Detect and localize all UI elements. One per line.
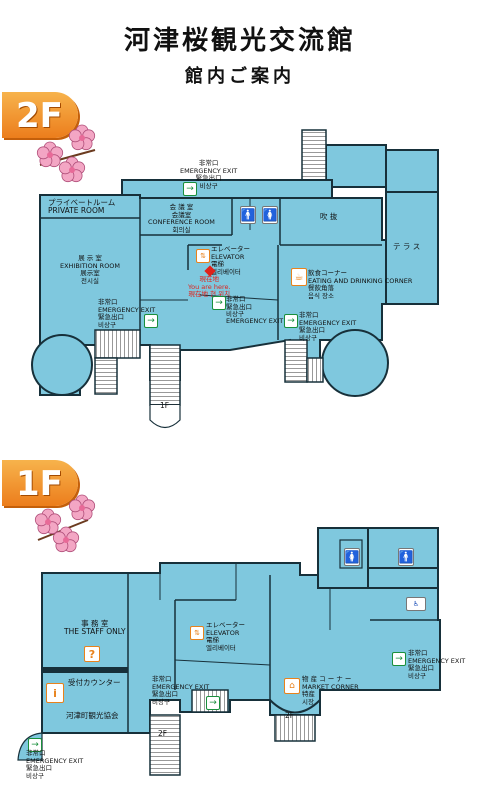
- male-restroom-icon: 🚹: [240, 206, 256, 224]
- terrace-label: テ ラ ス: [393, 242, 421, 251]
- exit-right-1f: 非常口 EMERGENCY EXIT 緊急出口 비상구: [408, 649, 466, 680]
- elevator-1f-label: エレベーター ELEVATOR 電梯 엘리베이터: [206, 621, 245, 652]
- exit-right-2f: 非常口 EMERGENCY EXIT 緊急出口 비상구: [299, 311, 357, 342]
- emergency-exit-icon: →: [183, 182, 197, 196]
- exhibition-room-label: 展 示 室 EXHIBITION ROOM 展示室 전시실: [60, 254, 121, 285]
- emergency-exit-icon: →: [144, 314, 158, 328]
- floor-1f-plan: [17, 527, 441, 776]
- floor-2f-tab[interactable]: 2F: [2, 92, 78, 138]
- exit-mid-2f-en: EMERGENCY EXIT: [226, 317, 284, 325]
- reception-counter-label: 受付カウンター: [68, 678, 121, 687]
- market-corner-label: 物 産 コ ー ナ ー MARKET CORNER 特産 시장: [302, 675, 359, 706]
- floor-2f-plan: [31, 129, 439, 429]
- stairs-to-2f-label-b: 2F: [285, 711, 295, 720]
- stairs-to-2f-label-a: 2F: [158, 729, 168, 738]
- female-restroom-icon: 🚺: [344, 548, 360, 566]
- stairs-to-1f-label: 1F: [160, 401, 170, 410]
- elevator-2f-label: エレベーター ELEVATOR 電梯 엘리베이터: [211, 245, 250, 276]
- floor-1f-tab[interactable]: 1F: [2, 460, 78, 506]
- emergency-exit-icon: →: [206, 696, 220, 710]
- tourism-association-label: 河津町観光協会: [66, 711, 119, 720]
- dining-corner-label: 飲食コーナー EATING AND DRINKING CORNER 餐飲角落 음…: [308, 269, 413, 300]
- guide-subtitle: 館内ご案内: [185, 66, 295, 87]
- emergency-exit-icon: →: [212, 296, 226, 310]
- male-restroom-icon: 🚹: [398, 548, 414, 566]
- market-icon: ⌂: [284, 678, 300, 694]
- emergency-exit-icon: →: [284, 314, 298, 328]
- exit-top-2f: 非常口 EMERGENCY EXIT 緊急出口 비상구: [180, 159, 238, 190]
- info-icon: i: [46, 683, 64, 703]
- building-title: 河津桜観光交流館: [123, 26, 356, 56]
- question-icon: ?: [84, 646, 100, 662]
- elevator-1f-icon: ⇅: [190, 626, 204, 640]
- conference-room-label: 会 議 室 会議室 CONFERENCE ROOM 회의실: [148, 203, 215, 234]
- floor-1f-label: 1F: [16, 464, 63, 504]
- private-room-label: プライベートルーム PRIVATE ROOM: [48, 198, 116, 215]
- staff-office-label: 事 務 室 THE STAFF ONLY: [64, 619, 126, 636]
- exit-left-2f: 非常口 EMERGENCY EXIT 緊急出口 비상구: [98, 298, 156, 329]
- blossom-1f-icon: [34, 494, 96, 553]
- atrium-label: 吹 抜: [320, 212, 338, 221]
- you-are-here-label: 現在地 You are here. 現在地 현 위치: [188, 275, 231, 298]
- exit-mid-2f: 非常口 緊急出口 비상구: [226, 295, 252, 318]
- emergency-exit-icon: →: [28, 738, 42, 752]
- female-restroom-icon: 🚺: [262, 206, 278, 224]
- elevator-2f-icon: ⇅: [196, 249, 210, 263]
- floor-2f-label: 2F: [16, 96, 63, 136]
- exit-mid-1f: 非常口 EMERGENCY EXIT 緊急出口 비상구: [152, 675, 210, 706]
- emergency-exit-icon: →: [392, 652, 406, 666]
- accessible-restroom-icon: ♿: [406, 597, 426, 611]
- dining-icon: ☕: [291, 268, 307, 286]
- blossom-2f-icon: [36, 124, 96, 183]
- exit-left-1f: 非常口 EMERGENCY EXIT 緊急出口 비상구: [26, 749, 84, 780]
